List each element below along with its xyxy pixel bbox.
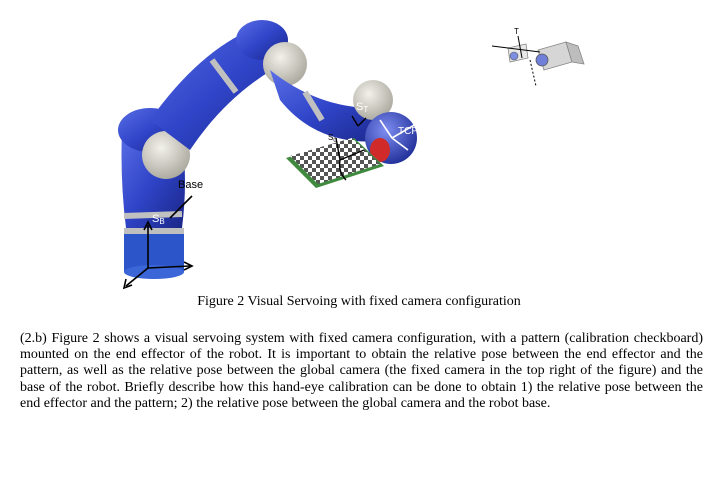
label-sb: SB	[152, 213, 165, 226]
question-text: (2.b) Figure 2 shows a visual servoing s…	[20, 331, 703, 411]
frame-tcp-axes	[379, 119, 417, 151]
camera-icon	[491, 35, 585, 87]
robot-figure: Base SB ST S0 TCP T	[118, 20, 585, 290]
frame-s0-axes	[335, 137, 365, 181]
joint-1	[142, 131, 190, 179]
calibration-checkerboard	[286, 138, 384, 188]
robot-lower-link	[118, 108, 190, 228]
label-st: ST	[356, 101, 368, 114]
frame-st-axes	[351, 115, 367, 127]
label-tcp: TCP	[398, 126, 418, 137]
figure-caption: Figure 2 Visual Servoing with fixed came…	[197, 294, 521, 309]
label-s0: S0	[328, 133, 337, 144]
label-base: Base	[178, 179, 203, 191]
frame-sb-axes	[122, 195, 194, 290]
label-t: T	[514, 27, 519, 36]
joint-3	[353, 80, 393, 120]
robot-upper-link	[270, 70, 417, 164]
robot-base	[124, 228, 184, 279]
joint-2	[263, 42, 307, 86]
